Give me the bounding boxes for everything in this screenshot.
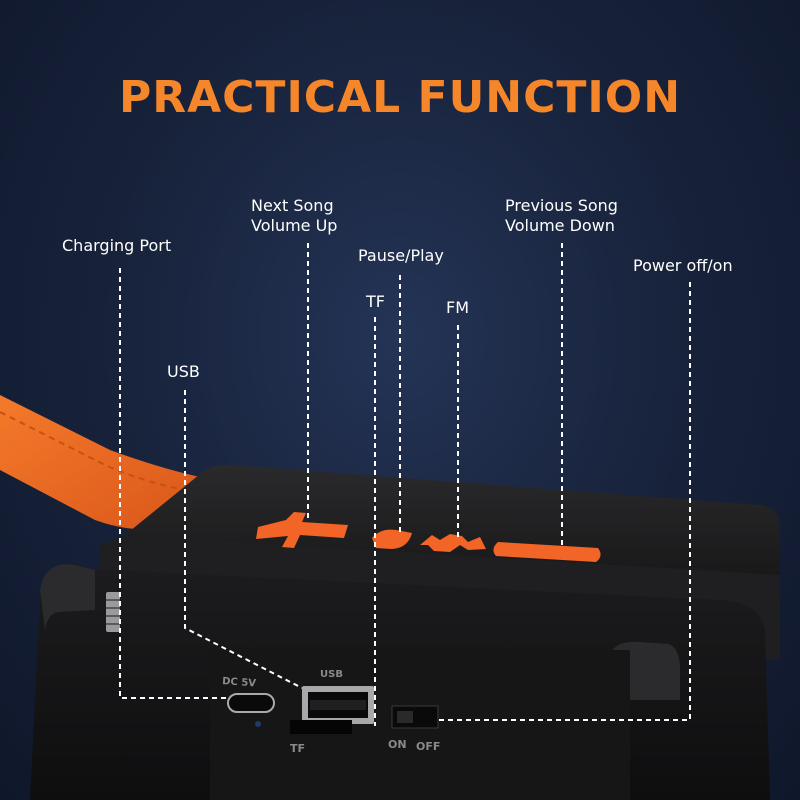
play-pause-button-icon	[372, 529, 412, 549]
orange-strap	[0, 395, 205, 530]
usb-callout-label: USB	[167, 362, 200, 381]
plus-button-icon	[256, 512, 348, 548]
tf-slot-label: TF	[290, 742, 305, 755]
previous-song-line-1: Previous Song	[505, 196, 618, 215]
minus-button-icon	[493, 542, 601, 562]
control-buttons	[256, 512, 601, 562]
switch-off-label: OFF	[416, 740, 440, 753]
status-led	[255, 721, 261, 727]
left-clip	[40, 564, 95, 630]
port-panel: DC 5V USB TF ON OFF	[210, 650, 630, 800]
tf-slot	[290, 720, 352, 734]
fm-button-icon	[420, 534, 486, 552]
usb-leader	[184, 390, 303, 689]
switch-on-label: ON	[388, 738, 407, 751]
pause-play-label: Pause/Play	[358, 246, 444, 265]
previous-song-label: Previous Song Volume Down	[505, 196, 618, 236]
dc-port	[227, 693, 275, 713]
charging-port-label: Charging Port	[62, 236, 172, 255]
fm-callout-label: FM	[446, 298, 470, 317]
power-label: Power off/on	[633, 256, 733, 275]
screw	[106, 592, 120, 632]
usb-port-label: USB	[320, 669, 343, 680]
tf-callout-label: TF	[366, 292, 385, 311]
headline: PRACTICAL FUNCTION	[118, 72, 682, 123]
dc-port-label: DC 5V	[222, 676, 257, 689]
previous-song-line-2: Volume Down	[505, 216, 615, 235]
next-song-line-2: Volume Up	[251, 216, 338, 235]
power-leader	[438, 282, 691, 721]
next-song-line-1: Next Song	[251, 196, 334, 215]
leader-lines	[119, 243, 691, 726]
next-song-label: Next Song Volume Up	[251, 196, 337, 236]
